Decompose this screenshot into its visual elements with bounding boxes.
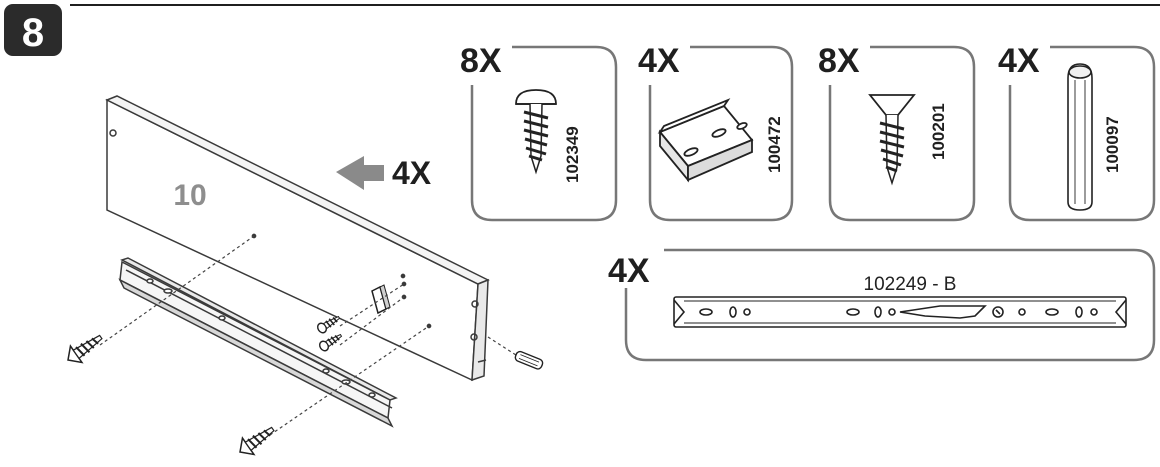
assembly-guide-lines xyxy=(99,235,517,436)
part-2-qty: 4X xyxy=(638,42,680,80)
part-1-code: 102349 xyxy=(563,126,582,183)
part-2-code: 100472 xyxy=(765,116,784,173)
pan-head-screw-lower xyxy=(318,333,343,352)
countersunk-screw-bottom xyxy=(239,426,275,456)
drawer-slide-rail-icon xyxy=(673,296,1127,328)
dowel-in-panel xyxy=(514,350,544,370)
step-badge: 8 xyxy=(4,4,62,56)
part-3-qty: 8X xyxy=(818,42,860,80)
part-box-1: 8X 102349 xyxy=(460,42,618,222)
slide-part-box: 4X 102249 - B xyxy=(608,248,1156,362)
slide-code: 102249 - B xyxy=(864,274,957,295)
part-box-4: 4X 100097 xyxy=(998,42,1156,222)
part-1-qty: 8X xyxy=(460,42,502,80)
step-number: 8 xyxy=(22,11,44,55)
angle-bracket-icon xyxy=(657,98,754,183)
drawer-panel xyxy=(105,95,490,382)
slide-qty: 4X xyxy=(608,252,650,290)
bracket-on-panel xyxy=(371,284,391,315)
panel-number: 10 xyxy=(173,179,206,212)
pan-head-screw-upper xyxy=(316,315,341,334)
countersunk-screw-icon xyxy=(868,94,916,186)
part-3-code: 100201 xyxy=(929,103,948,160)
countersunk-screw-left xyxy=(67,334,103,364)
part-box-2: 4X 100472 xyxy=(638,42,794,222)
panel-arrow-qty: 4X xyxy=(392,155,432,191)
wooden-dowel-icon xyxy=(1067,63,1093,211)
part-4-code: 100097 xyxy=(1103,116,1122,173)
part-4-qty: 4X xyxy=(998,42,1040,80)
assembly-direction-arrow xyxy=(336,156,384,190)
pan-head-screw-icon xyxy=(515,89,557,175)
part-box-3: 8X 100201 xyxy=(818,42,976,222)
drawer-slide-rail xyxy=(118,257,398,428)
